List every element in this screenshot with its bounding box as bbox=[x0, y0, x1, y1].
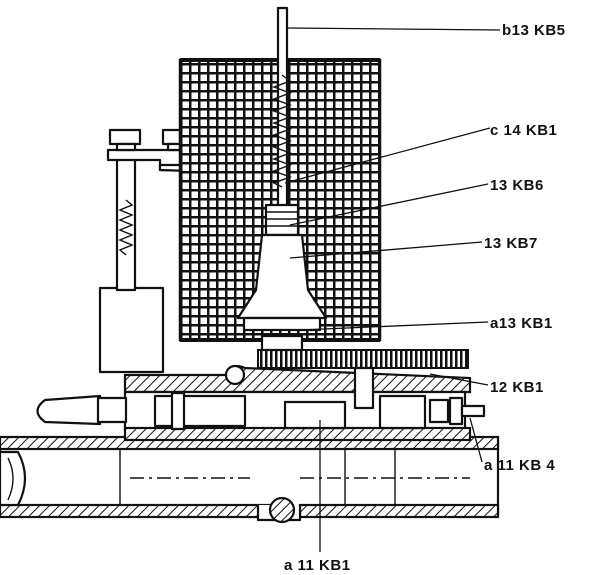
base-frame bbox=[0, 435, 500, 519]
left-knob bbox=[36, 394, 128, 426]
label-a13kb1: a13 KB1 bbox=[490, 315, 553, 332]
left-post bbox=[98, 146, 165, 374]
gear-wheel bbox=[257, 334, 469, 369]
label-b13kb5: b13 KB5 bbox=[502, 22, 566, 39]
bottom-boss bbox=[256, 496, 302, 524]
label-a11kb4: a 11 KB 4 bbox=[484, 457, 555, 474]
label-12kb1: 12 KB1 bbox=[490, 379, 544, 396]
pipe-end bbox=[0, 450, 27, 507]
plunger bbox=[236, 203, 328, 332]
label-c14kb1: c 14 KB1 bbox=[490, 122, 557, 139]
label-13kb7: 13 KB7 bbox=[484, 235, 538, 252]
label-a11kb1: a 11 KB1 bbox=[284, 557, 351, 574]
main-housing bbox=[123, 364, 472, 442]
callout-labels: b13 KB5 c 14 KB1 13 KB6 13 KB7 a13 KB1 1… bbox=[284, 22, 566, 574]
right-nut bbox=[428, 396, 486, 426]
leader-lines bbox=[284, 27, 501, 552]
label-13kb6: 13 KB6 bbox=[490, 177, 544, 194]
